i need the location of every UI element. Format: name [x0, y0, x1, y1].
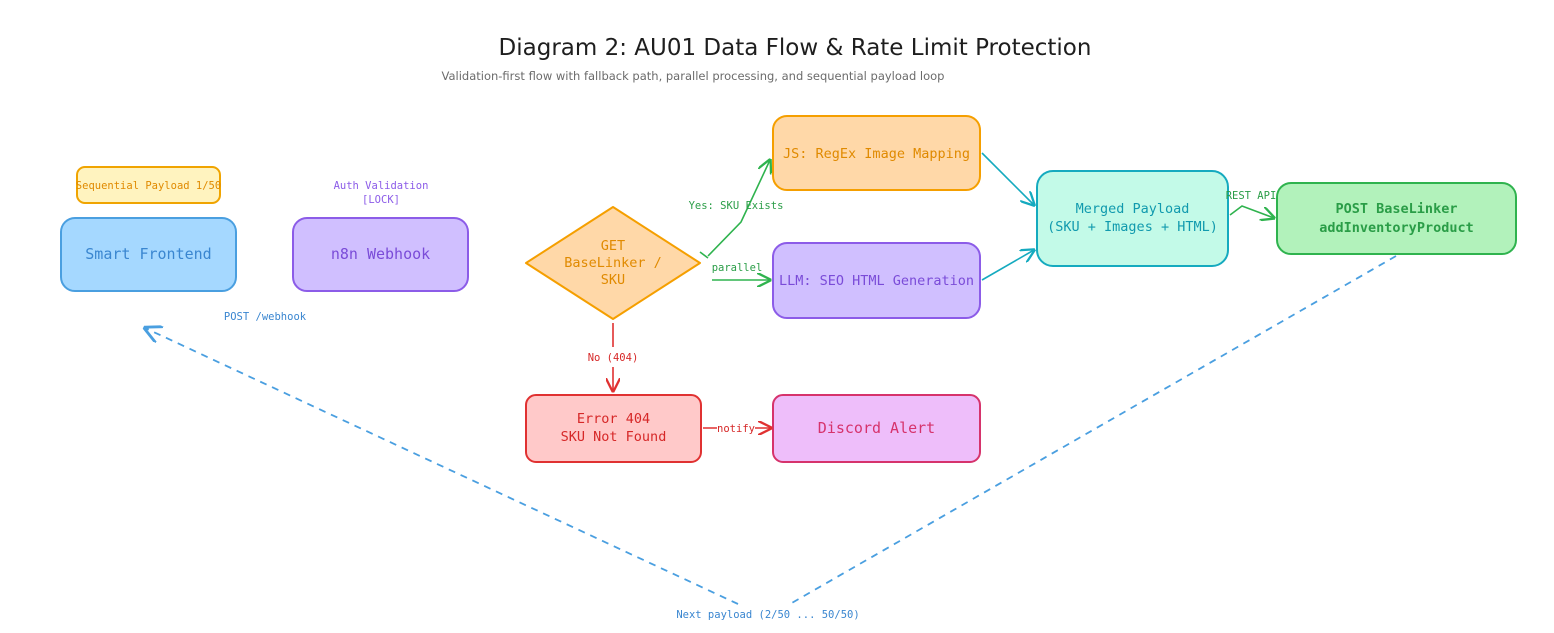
- edge-label-no-404: No (404): [588, 352, 639, 364]
- node-n8n-webhook[interactable]: n8n Webhook: [292, 217, 469, 292]
- node-smart-frontend-label: Smart Frontend: [85, 245, 211, 263]
- edge-label-next-payload: Next payload (2/50 ... 50/50): [676, 609, 859, 621]
- sequential-payload-label: Sequential Payload 1/50: [76, 180, 221, 192]
- node-error-404[interactable]: Error 404 SKU Not Found: [525, 394, 702, 463]
- error-line-2: SKU Not Found: [561, 429, 667, 445]
- post-line-2: addInventoryProduct: [1319, 220, 1473, 236]
- error-line-1: Error 404: [577, 411, 650, 427]
- merged-line-2: (SKU + Images + HTML): [1047, 219, 1218, 235]
- node-llm-seo-html-label: LLM: SEO HTML Generation: [779, 273, 974, 289]
- node-post-baselinker[interactable]: POST BaseLinker addInventoryProduct: [1276, 182, 1517, 255]
- diagram-title: Diagram 2: AU01 Data Flow & Rate Limit P…: [499, 35, 1092, 61]
- post-line-1: POST BaseLinker: [1336, 201, 1458, 217]
- edge-js-to-merged: [981, 152, 1034, 205]
- sequential-payload-badge: Sequential Payload 1/50: [76, 166, 221, 204]
- auth-validation-label: Auth Validation: [334, 180, 429, 192]
- node-js-regex-mapping-label: JS: RegEx Image Mapping: [783, 146, 970, 162]
- edge-yes-sku-exists: [707, 160, 770, 257]
- node-discord-alert-label: Discord Alert: [818, 419, 935, 437]
- node-n8n-webhook-label: n8n Webhook: [331, 245, 430, 263]
- decision-line-2: BaseLinker /: [564, 255, 662, 271]
- auth-lock-label: [LOCK]: [362, 194, 400, 206]
- edge-label-notify: notify: [717, 423, 755, 435]
- node-merged-payload[interactable]: Merged Payload (SKU + Images + HTML): [1036, 170, 1229, 267]
- node-discord-alert[interactable]: Discord Alert: [772, 394, 981, 463]
- decision-line-3: SKU: [601, 272, 625, 288]
- merged-line-1: Merged Payload: [1076, 201, 1190, 217]
- node-js-regex-mapping[interactable]: JS: RegEx Image Mapping: [772, 115, 981, 191]
- edge-label-rest-api: REST API: [1226, 190, 1277, 202]
- edge-rest-api: [1229, 205, 1274, 218]
- diagram-subtitle: Validation-first flow with fallback path…: [442, 69, 945, 83]
- edge-loop-to-frontend: [145, 328, 739, 605]
- decision-line-1: GET: [601, 238, 625, 254]
- node-get-baselinker-decision[interactable]: GET BaseLinker / SKU: [525, 206, 701, 320]
- edge-label-yes-sku: Yes: SKU Exists: [689, 200, 784, 212]
- edge-label-post-webhook: POST /webhook: [224, 311, 307, 323]
- edge-llm-to-merged: [981, 250, 1034, 281]
- edge-yes-hook: [699, 251, 709, 259]
- edge-label-parallel: parallel: [712, 262, 763, 274]
- node-smart-frontend[interactable]: Smart Frontend: [60, 217, 237, 292]
- node-llm-seo-html[interactable]: LLM: SEO HTML Generation: [772, 242, 981, 319]
